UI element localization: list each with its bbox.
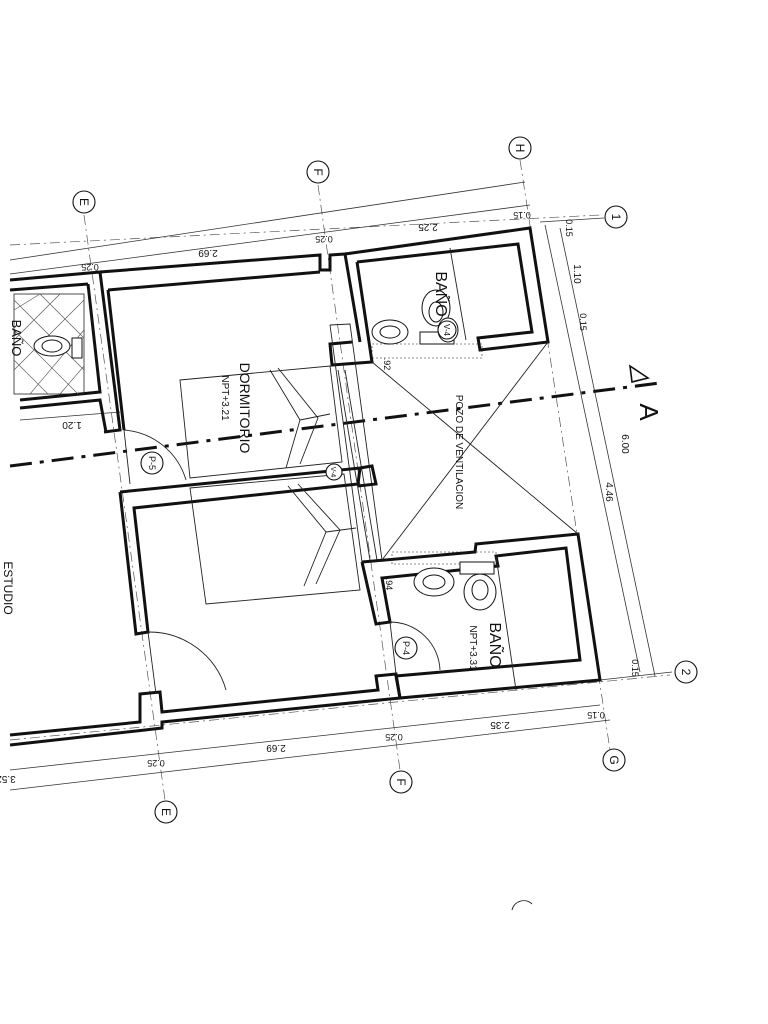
svg-text:E: E	[159, 808, 173, 816]
svg-text:F: F	[394, 778, 408, 785]
svg-text:E: E	[77, 198, 91, 206]
vent-diagonals	[371, 341, 579, 561]
dim-bottom-269: 2.69	[266, 742, 286, 753]
room-label-estudio: ESTUDIO	[1, 561, 15, 614]
svg-text:P-5: P-5	[147, 456, 157, 470]
bed-lower	[189, 473, 361, 605]
grid-bubble-1: 1	[604, 205, 628, 229]
grid-bubble-e-bottom: E	[154, 800, 178, 824]
grid-bubble-f-top: F	[306, 160, 330, 184]
dim-top-015: 0.15	[513, 210, 531, 220]
window-tag-v4: V-4	[437, 320, 457, 340]
dim-bottom-025b: 0.25	[385, 732, 403, 742]
dim-right-015a: 0.15	[564, 219, 574, 237]
door-swings	[123, 429, 441, 695]
room-level-bano-bottom: NPT+3.31	[467, 625, 478, 671]
door-tag-p4: P-4	[394, 636, 418, 660]
section-cut-line	[9, 381, 661, 468]
partial-bubble	[511, 900, 533, 911]
grid-bubble-h-top: H	[508, 136, 532, 160]
dimension-labels: 2.69 0.25 0.25 2.25 0.15 0.15 1.10 0.15 …	[0, 210, 640, 784]
top-bath-fixtures	[371, 247, 483, 359]
grid-bubble-e-top: E	[72, 190, 96, 214]
dim-right-110: 1.10	[571, 264, 582, 284]
dim-right-015c: 0.15	[630, 659, 640, 677]
svg-text:V-4: V-4	[329, 467, 336, 478]
svg-text:V-4: V-4	[442, 324, 451, 337]
dim-bottom-235: 2.35	[490, 719, 510, 730]
svg-text:P-4: P-4	[401, 641, 411, 655]
dimension-lines	[9, 181, 673, 791]
svg-text:H: H	[513, 144, 527, 153]
section-mark-a: A	[634, 403, 664, 421]
grid-bubble-f-bottom: F	[389, 770, 413, 794]
grid-bubble-2: 2	[674, 660, 698, 684]
room-label-bano-left: BAÑO	[9, 320, 24, 357]
dim-bottom-025a: 0.25	[147, 758, 165, 768]
room-label-bano-top: BAÑO	[432, 271, 452, 316]
bottom-bath-fixtures	[391, 551, 517, 691]
dim-right-015b: 0.15	[578, 313, 588, 331]
dim-right-446: 4.46	[603, 482, 614, 502]
door-tag-p5: P-5	[140, 451, 164, 475]
dim-top-225: 2.25	[418, 221, 438, 232]
dim-bath-094: .94	[384, 578, 394, 591]
dim-top-269: 2.69	[198, 247, 218, 258]
svg-text:1: 1	[609, 214, 623, 221]
svg-text:2: 2	[679, 669, 693, 676]
dim-top-025-right: 0.25	[315, 234, 333, 244]
dim-right-600: 6.00	[619, 434, 630, 454]
tiled-bath-left	[13, 293, 85, 395]
walls	[9, 226, 602, 747]
room-label-dormitorio: DORMITORIO	[237, 363, 253, 454]
room-level-dormitorio: NPT+3.21	[219, 375, 230, 421]
room-label-bano-bottom: BAÑO	[486, 622, 506, 667]
dim-bottom-352: 3.52	[0, 773, 16, 784]
dim-bath-092: .92	[382, 358, 392, 371]
bed-upper	[179, 365, 343, 479]
dim-bottom-015: 0.15	[587, 710, 605, 720]
svg-text:G: G	[607, 755, 621, 764]
dim-left-120: 1.20	[62, 419, 82, 430]
section-arrow	[628, 364, 650, 383]
room-label-pozo: POZO DE VENTILACION	[453, 395, 464, 509]
window-tag-v4b: V-4	[325, 463, 343, 481]
grid-bubble-g-bottom: G	[602, 748, 626, 772]
svg-text:F: F	[311, 168, 325, 175]
dim-top-025-left: 0.25	[81, 262, 99, 272]
